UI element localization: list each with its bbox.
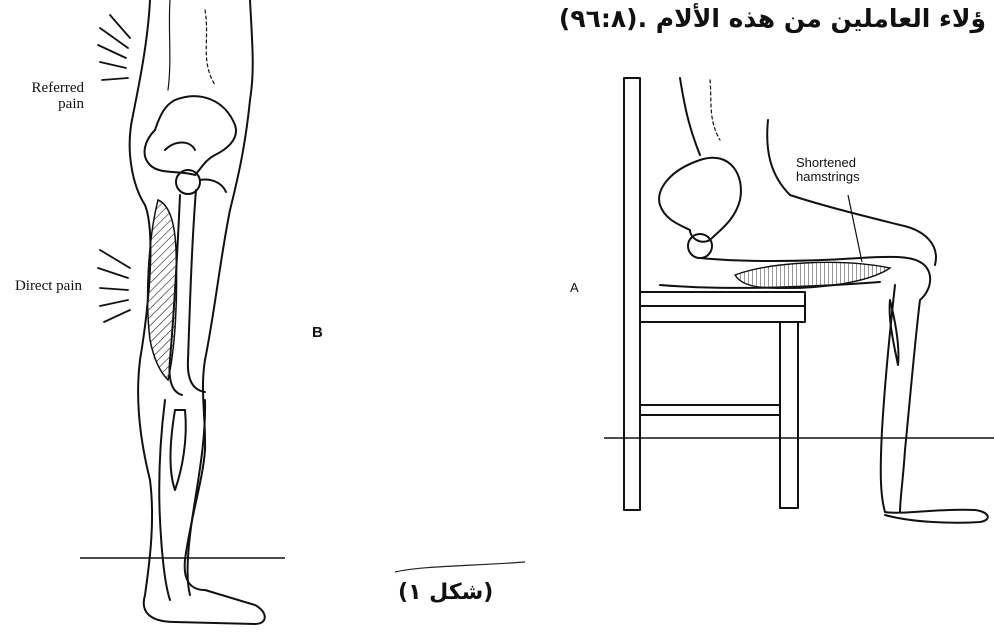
- panel-letter-a: A: [570, 280, 579, 295]
- referred-pain-label: Referred pain: [4, 80, 84, 112]
- label-leader-line: [848, 195, 862, 262]
- referred-pain-rays: [98, 15, 130, 80]
- hamstring-hatched: [148, 200, 177, 380]
- seated-figure-drawing: [624, 78, 988, 523]
- direct-pain-rays: [98, 250, 130, 322]
- figure-caption: (شكل ١): [398, 580, 493, 605]
- shortened-hamstring-hatched: [735, 262, 890, 288]
- panel-letter-b: B: [312, 324, 323, 341]
- shortened-hamstrings-label: Shortened hamstrings: [796, 156, 906, 184]
- direct-pain-label: Direct pain: [10, 278, 82, 294]
- caption-stroke: [395, 562, 525, 572]
